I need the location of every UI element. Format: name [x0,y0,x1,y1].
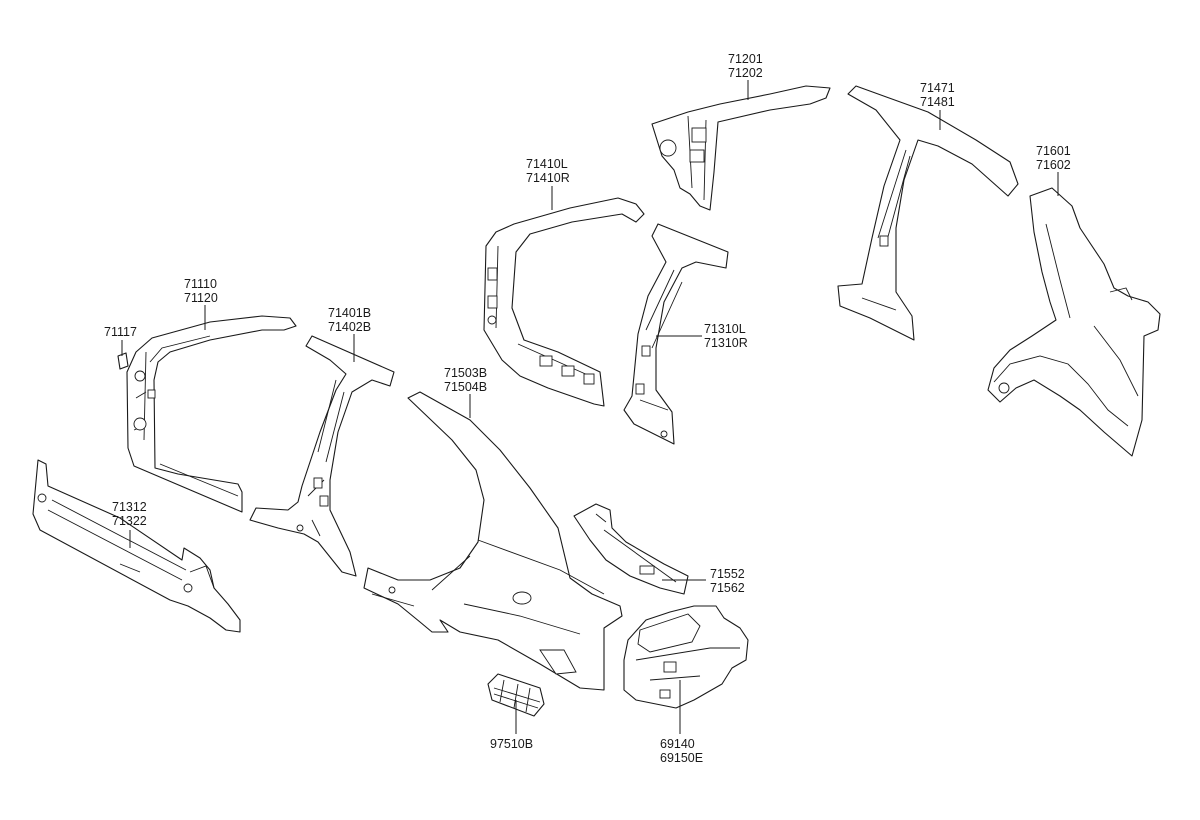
label-71410R: 71410R [526,171,570,185]
label-71310R: 71310R [704,336,748,350]
label-69140: 69140 [660,737,695,751]
label-97510B: 97510B [490,737,533,751]
part-71310L[interactable] [623,223,729,445]
part-69140[interactable] [623,605,749,709]
label-71402B: 71402B [328,320,371,334]
svg-text:71202: 71202 [728,66,763,80]
svg-text:71322: 71322 [112,514,147,528]
part-71410L[interactable] [483,197,645,407]
label-71310L: 71310L [704,322,746,336]
label-71503B: 71503B [444,366,487,380]
svg-text:71562: 71562 [710,581,745,595]
part-71471[interactable] [837,85,1019,341]
part-71117[interactable] [117,352,129,370]
svg-text:71481: 71481 [920,95,955,109]
label-71201: 71201 [728,52,763,66]
label-71471: 71471 [920,81,955,95]
part-71201[interactable] [651,85,831,211]
part-71601[interactable] [987,187,1161,457]
label-71322: 71322 [112,514,147,528]
label-71410L: 71410L [526,157,568,171]
label-71120: 71120 [184,291,218,305]
label-71562: 71562 [710,581,745,595]
label-71312: 71312 [112,500,147,514]
part-71552[interactable] [573,503,689,595]
label-71202: 71202 [728,66,763,80]
part-71503B[interactable] [363,391,623,691]
label-69150E: 69150E [660,751,703,765]
label-71601: 71601 [1036,144,1071,158]
svg-text:71504B: 71504B [444,380,487,394]
label-71401B: 71401B [328,306,371,320]
svg-text:71602: 71602 [1036,158,1071,172]
part-71401B[interactable] [249,335,395,577]
label-71504B: 71504B [444,380,487,394]
part-71312[interactable] [32,459,241,633]
label-71481: 71481 [920,95,955,109]
svg-text:71120: 71120 [184,291,218,305]
label-71602: 71602 [1036,158,1071,172]
svg-text:71310R: 71310R [704,336,748,350]
svg-text:71402B: 71402B [328,320,371,334]
svg-text:69150E: 69150E [660,751,703,765]
svg-text:71410R: 71410R [526,171,570,185]
label-71117: 71117 [104,325,137,339]
leader-lines [121,80,1059,734]
label-71552: 71552 [710,567,745,581]
part-71110[interactable] [126,315,297,513]
label-71110: 71110 [184,277,217,291]
callout-labels: 71117 71110 71120 71312 71322 71401B 714… [104,52,1071,765]
